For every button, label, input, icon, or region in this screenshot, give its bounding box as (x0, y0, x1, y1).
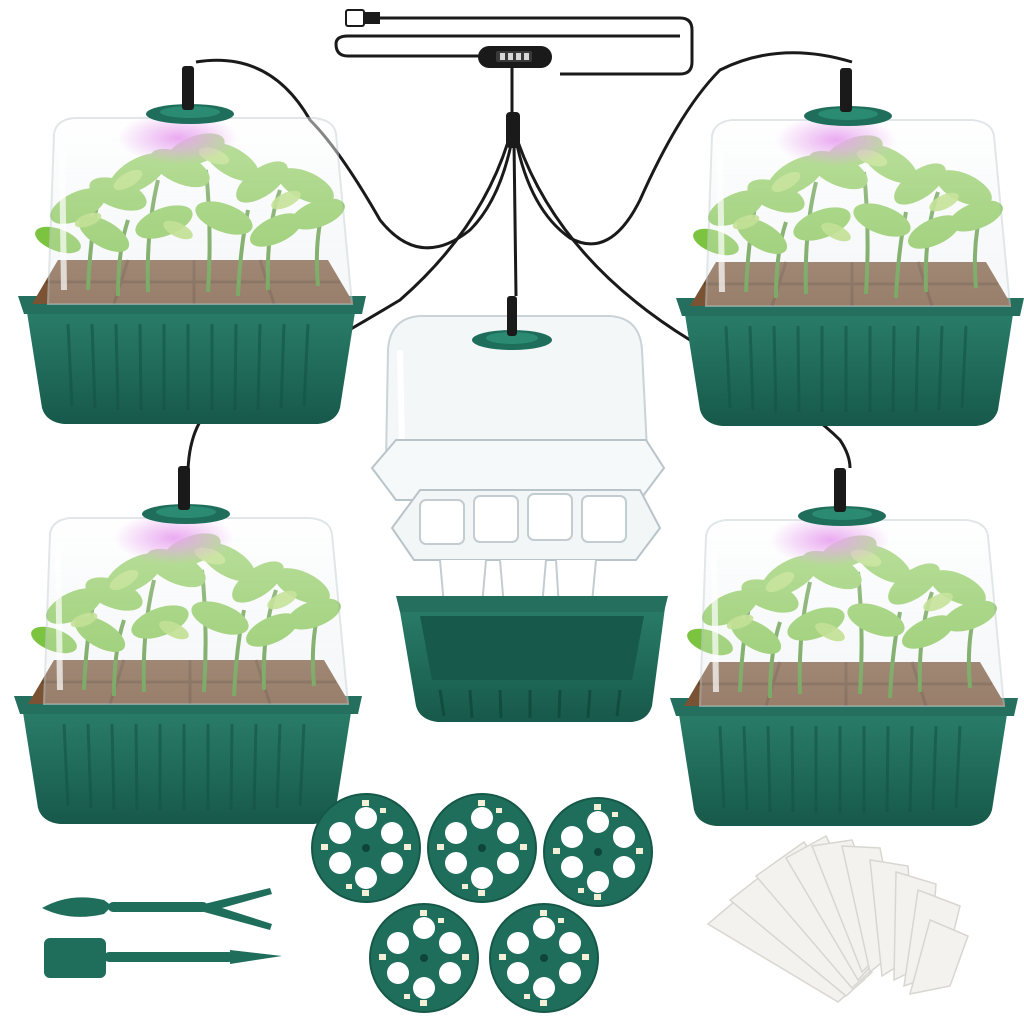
led-board-2 (427, 793, 537, 903)
cable-splitter (506, 112, 520, 148)
exploded-kit (370, 296, 668, 722)
timer-controller (478, 46, 552, 68)
led-board-4 (369, 903, 479, 1013)
led-board-1 (311, 793, 421, 903)
led-board-3 (543, 797, 653, 907)
widger-fork-icon (42, 888, 272, 930)
mini-shovel-icon (44, 938, 282, 978)
led-board-5 (489, 903, 599, 1013)
plant-labels (706, 834, 969, 1003)
seedling-kit-top-right (676, 68, 1024, 426)
seedling-kit-bottom-left (14, 466, 362, 824)
usb-plug-icon (345, 9, 380, 27)
seedling-kit-bottom-right (670, 468, 1018, 826)
seedling-kit-top-left (18, 66, 366, 424)
